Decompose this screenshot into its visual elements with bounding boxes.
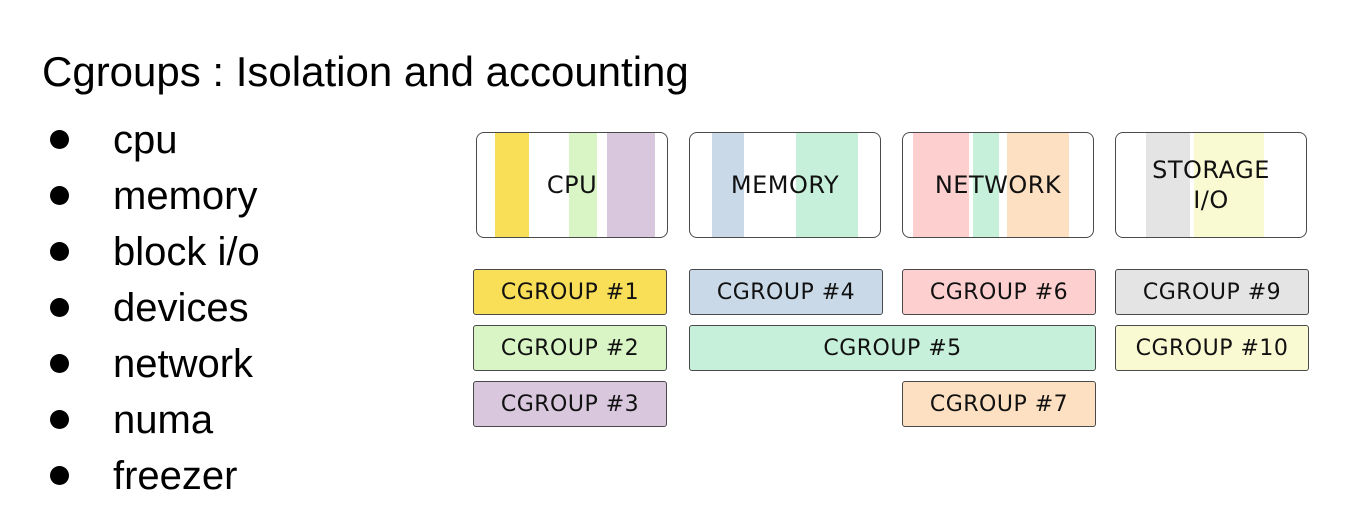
bullet-icon bbox=[50, 185, 69, 205]
bullet-icon bbox=[50, 353, 69, 373]
resource-box-network: NETWORK bbox=[902, 132, 1094, 238]
list-item-label: cpu bbox=[113, 118, 178, 162]
cgroup9-share bbox=[1146, 133, 1190, 237]
cgroup-block-1: CGROUP #1 bbox=[473, 269, 667, 315]
list-item-label: block i/o bbox=[113, 230, 260, 274]
bullet-icon bbox=[50, 465, 69, 485]
cgroup3-share bbox=[607, 133, 655, 237]
page-title: Cgroups : Isolation and accounting bbox=[42, 48, 689, 95]
cgroup-block-4: CGROUP #4 bbox=[689, 269, 883, 315]
resource-label-network: NETWORK bbox=[934, 171, 1062, 199]
resource-label-cpu: CPU bbox=[546, 171, 598, 199]
cgroup6-share bbox=[913, 133, 969, 237]
cgroup-block-10: CGROUP #10 bbox=[1115, 325, 1309, 371]
cgroup-block-3: CGROUP #3 bbox=[473, 381, 667, 427]
list-item: memory bbox=[50, 174, 260, 230]
resource-box-cpu: CPU bbox=[476, 132, 668, 238]
list-item-label: devices bbox=[113, 286, 249, 330]
list-item-label: network bbox=[113, 342, 254, 386]
cgroup-block-2: CGROUP #2 bbox=[473, 325, 667, 371]
list-item: freezer bbox=[50, 454, 260, 510]
list-item: block i/o bbox=[50, 230, 260, 286]
cgroup1-share bbox=[495, 133, 529, 237]
cgroup-block-7: CGROUP #7 bbox=[902, 381, 1096, 427]
resource-box-storage: STORAGE I/O bbox=[1115, 132, 1307, 238]
cgroup-block-5: CGROUP #5 bbox=[689, 325, 1096, 371]
cgroup10-share bbox=[1194, 133, 1264, 237]
bullet-icon bbox=[50, 297, 69, 317]
bullet-icon bbox=[50, 409, 69, 429]
cgroup2-share bbox=[569, 133, 597, 237]
list-item: numa bbox=[50, 398, 260, 454]
cgroup-block-6: CGROUP #6 bbox=[902, 269, 1096, 315]
resource-label-storage: STORAGE I/O bbox=[1152, 156, 1270, 214]
cgroup5-share bbox=[796, 133, 858, 237]
bullet-icon bbox=[50, 129, 69, 149]
cgroup7-share bbox=[1007, 133, 1069, 237]
list-item: cpu bbox=[50, 118, 260, 174]
resource-label-memory: MEMORY bbox=[730, 171, 840, 199]
subsystem-list: cpu memory block i/o devices network num… bbox=[50, 118, 260, 510]
bullet-icon bbox=[50, 241, 69, 261]
list-item-label: memory bbox=[113, 174, 258, 218]
cgroup5-share bbox=[973, 133, 999, 237]
list-item-label: numa bbox=[113, 398, 214, 442]
list-item: network bbox=[50, 342, 260, 398]
list-item-label: freezer bbox=[113, 454, 238, 498]
cgroup4-share bbox=[712, 133, 744, 237]
resource-box-memory: MEMORY bbox=[689, 132, 881, 238]
cgroup-block-9: CGROUP #9 bbox=[1115, 269, 1309, 315]
list-item: devices bbox=[50, 286, 260, 342]
